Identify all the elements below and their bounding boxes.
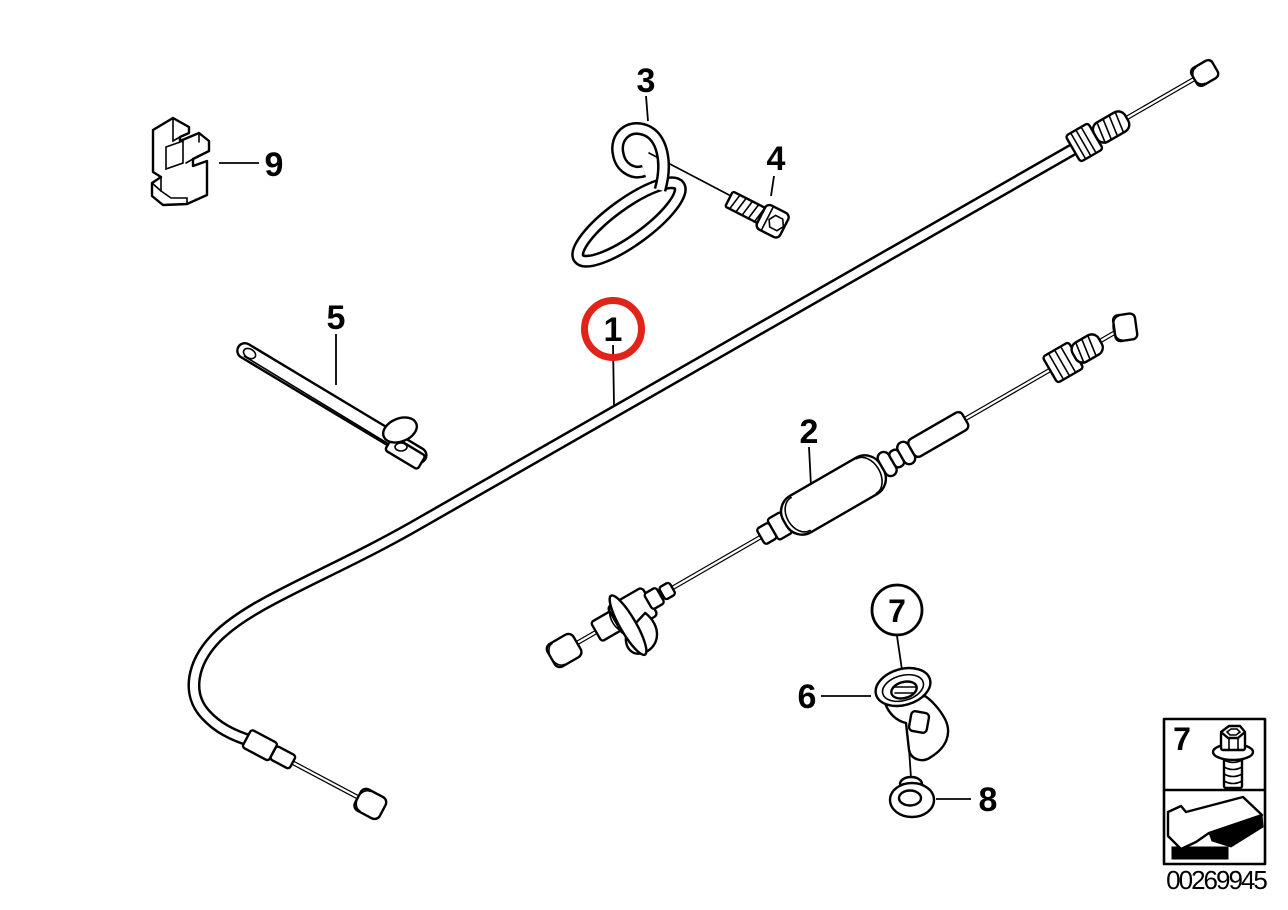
callout-2[interactable]: 2 [800, 413, 819, 451]
part-5-lever[interactable] [235, 340, 430, 470]
callout-5[interactable]: 5 [327, 299, 346, 337]
callout-6[interactable]: 6 [798, 678, 817, 716]
flange-screw-icon [1211, 724, 1255, 790]
highlight-circle-1[interactable] [581, 297, 645, 361]
part-4-screw[interactable] [723, 187, 791, 239]
callout-3[interactable]: 3 [637, 62, 656, 100]
part-8-grommet[interactable] [888, 775, 936, 819]
direction-arrow-icon [1166, 795, 1264, 860]
part-9-clip[interactable] [150, 116, 211, 207]
callout-9[interactable]: 9 [265, 146, 284, 184]
legend-item-label[interactable]: 7 [1173, 721, 1191, 757]
part-2-bowden-cable[interactable] [539, 298, 1160, 696]
leader-line-2 [808, 446, 812, 487]
callout-8[interactable]: 8 [979, 781, 998, 819]
callout-7-circle[interactable] [870, 583, 924, 637]
callout-1[interactable]: 1 [604, 311, 623, 349]
callout-7[interactable]: 7 [888, 593, 906, 629]
part-6-handle[interactable] [871, 662, 950, 762]
part-1-bowden-cable[interactable] [187, 54, 1223, 821]
legend-box[interactable]: 7 [1162, 717, 1267, 866]
cable-1-end-nipple [241, 729, 388, 821]
part-3-loop-bracket[interactable] [568, 122, 732, 273]
leader-line-3 [645, 95, 649, 122]
callout-4[interactable]: 4 [767, 140, 786, 178]
leader-line-4 [770, 175, 775, 197]
cable-1-adjuster [1065, 58, 1220, 163]
image-number: 00269945 [1166, 865, 1267, 895]
